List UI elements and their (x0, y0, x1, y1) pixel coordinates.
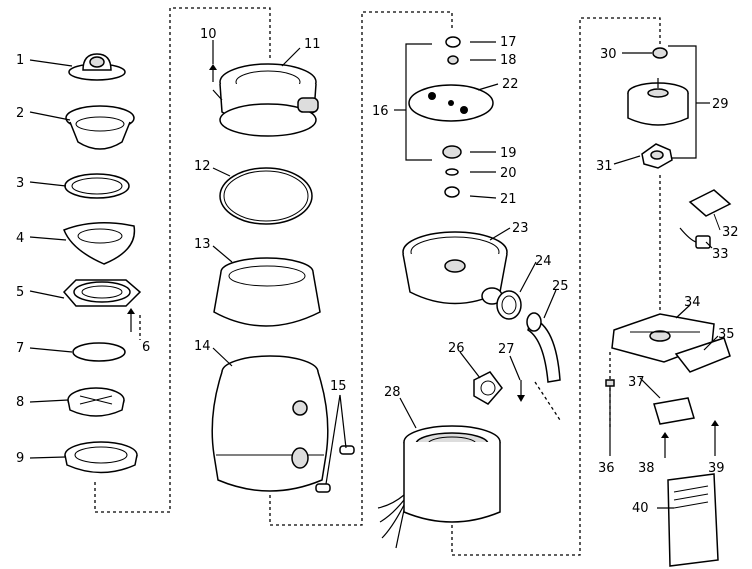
callout-10: 10 (200, 27, 217, 42)
leader-lines (29, 40, 719, 509)
callout-22: 22 (502, 77, 519, 92)
callout-35: 35 (718, 327, 735, 342)
part-11-hopper-top (219, 63, 319, 137)
callout-15: 15 (330, 379, 347, 394)
callout-2: 2 (16, 106, 24, 121)
part-9-mounting-gasket (64, 441, 138, 474)
part-13-shroud (213, 257, 321, 327)
part-23-grind-chamber (402, 231, 508, 305)
part-3-gasket (64, 173, 130, 199)
part-36-bolt (605, 379, 615, 436)
callout-27: 27 (498, 342, 515, 357)
callout-26: 26 (448, 341, 465, 356)
part-22-turntable (408, 84, 494, 122)
callout-31: 31 (596, 159, 613, 174)
part-38-part-39-screws (661, 420, 719, 448)
callout-29: 29 (712, 97, 729, 112)
part-2-flange (65, 105, 135, 150)
callout-38: 38 (638, 461, 655, 476)
callout-labels: 1 2 3 4 5 6 7 8 9 10 11 12 13 14 15 16 1… (16, 27, 739, 516)
callout-7: 7 (16, 341, 24, 356)
part-29-bracket (668, 45, 710, 159)
part-24-gasket (496, 290, 522, 320)
callout-30: 30 (600, 47, 617, 62)
callout-33: 33 (712, 247, 729, 262)
part-28-motor (377, 425, 501, 549)
callout-25: 25 (552, 279, 569, 294)
part-37-label (653, 397, 695, 425)
assembly-guide-lines (94, 7, 661, 556)
callout-16: 16 (372, 104, 389, 119)
callout-21: 21 (500, 192, 517, 207)
part-7-snap-ring (72, 342, 126, 362)
part-5-mounting-ring (62, 279, 142, 307)
part-27-screw (517, 380, 525, 402)
part-4-backup-flange (63, 222, 136, 265)
callout-23: 23 (512, 221, 529, 236)
part-33-connector (679, 227, 711, 249)
callout-11: 11 (304, 37, 321, 52)
part-25-discharge-elbow (526, 312, 561, 383)
callout-14: 14 (194, 339, 211, 354)
part-26-flange (473, 371, 503, 405)
callout-24: 24 (535, 254, 552, 269)
callout-12: 12 (194, 159, 211, 174)
part-16-bracket (394, 43, 432, 161)
callout-34: 34 (684, 295, 701, 310)
part-12-gasket (219, 167, 313, 225)
part-17-part-18-fasteners (445, 36, 461, 65)
callout-37: 37 (628, 375, 645, 390)
callout-8: 8 (16, 395, 24, 410)
part-32-switch (688, 189, 732, 231)
callout-20: 20 (500, 166, 517, 181)
callout-28: 28 (384, 385, 401, 400)
part-30-bolt (652, 47, 668, 59)
callout-9: 9 (16, 451, 24, 466)
callout-32: 32 (722, 225, 739, 240)
callout-19: 19 (500, 146, 517, 161)
callout-1: 1 (16, 53, 24, 68)
callout-13: 13 (194, 237, 211, 252)
part-35-cover (674, 337, 731, 373)
part-40-manual (667, 473, 719, 567)
part-29-stator (627, 78, 689, 126)
part-19-part-20-part-21-hardware (442, 145, 462, 198)
callout-40: 40 (632, 501, 649, 516)
callout-18: 18 (500, 53, 517, 68)
callout-17: 17 (500, 35, 517, 50)
callout-4: 4 (16, 231, 24, 246)
callout-3: 3 (16, 176, 24, 191)
part-14-housing (211, 355, 329, 492)
part-1-stopper (68, 53, 126, 81)
callout-6: 6 (142, 340, 150, 355)
part-6-screw (127, 308, 135, 332)
callout-5: 5 (16, 285, 24, 300)
callout-36: 36 (598, 461, 615, 476)
part-31-bearing (641, 143, 673, 169)
callout-39: 39 (708, 461, 725, 476)
part-8-splash-guard (67, 387, 125, 417)
part-10-screw (209, 64, 217, 82)
part-15-clips (315, 394, 355, 493)
